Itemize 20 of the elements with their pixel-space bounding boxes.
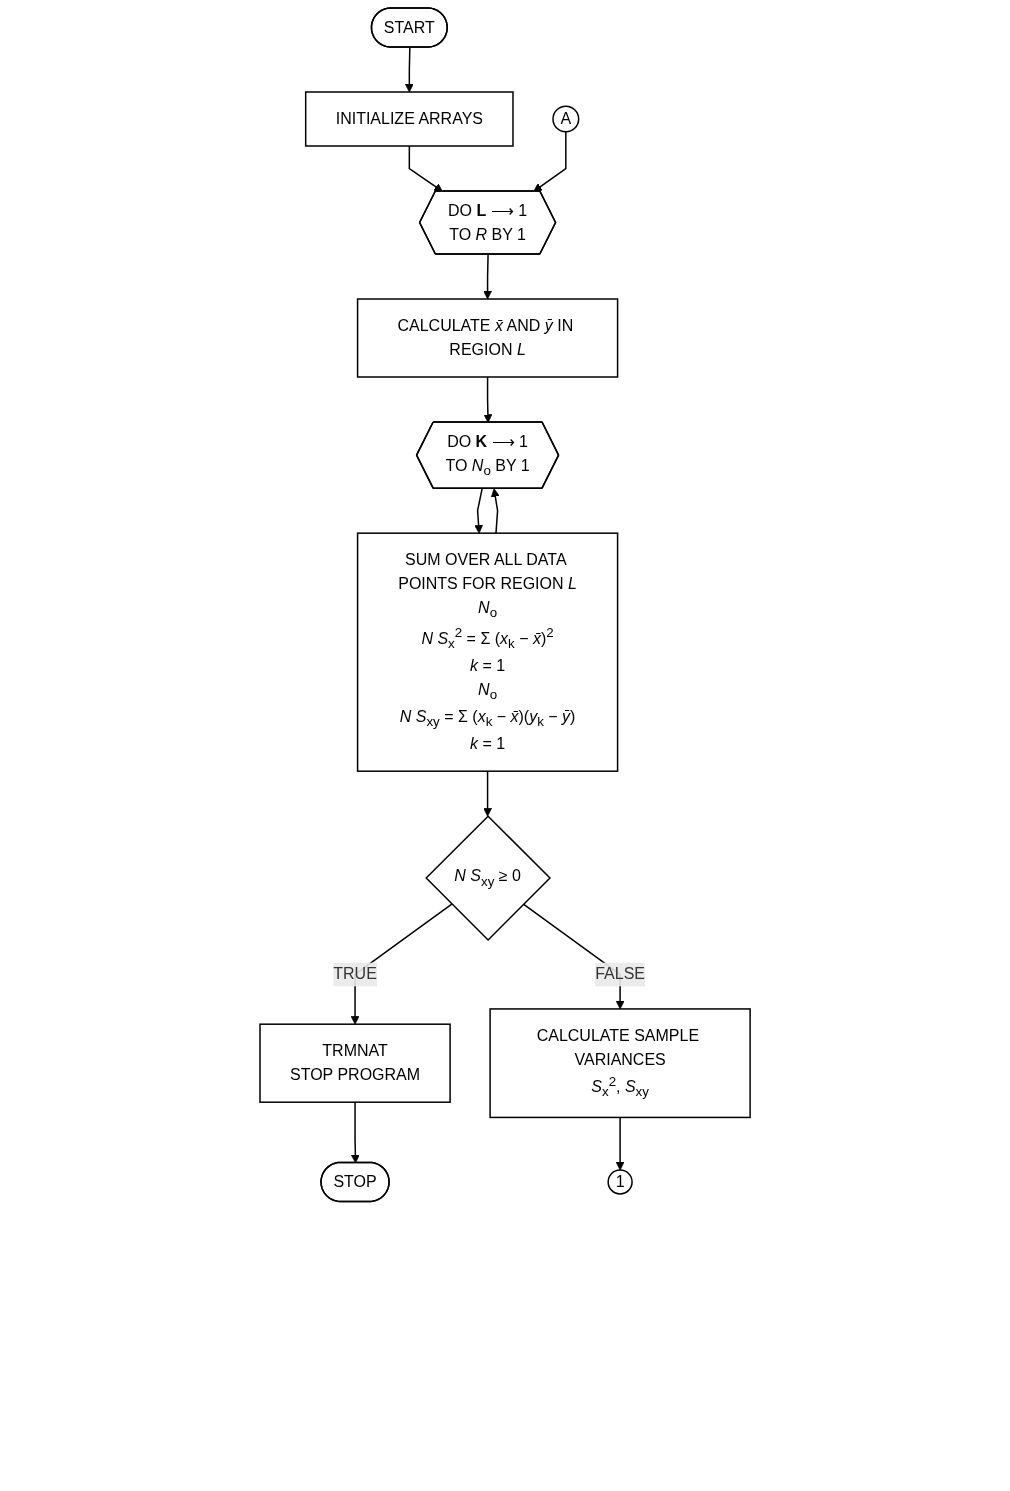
node-box: TRMNAT STOP PROGRAM [259, 1023, 451, 1103]
arrow [533, 131, 567, 192]
node-diamond: N S$_{xy}$ ≥ 0 [425, 815, 551, 941]
edge-label: TRUE [333, 965, 377, 983]
node-circle: 1 [607, 1169, 633, 1195]
node-box: CALCULATE SAMPLE VARIANCES S$_{x}$$^{2}$, S$_{xy}$ [489, 1008, 751, 1119]
arrow [615, 1116, 625, 1171]
node-box: INITIALIZE ARRAYS [304, 91, 514, 147]
arrow [490, 488, 500, 534]
node-box: CALCULATE x̄ AND ȳ IN REGION L [356, 298, 619, 378]
arrow [474, 487, 483, 534]
node-circle: A [552, 105, 580, 133]
arrow [483, 253, 492, 300]
arrow [483, 376, 493, 423]
node-box: SUM OVER ALL DATA POINTS FOR REGION L N$_{o}$ N S$_{x}$$^{2}$ = Σ (x$_{k}$ − x̄)$^{2}$ k = 1 N$_{o}$ N S$_{xy}$ = Σ (x$_{k}$ − x̄)(y$_{k}$ − ȳ) k = 1 [356, 532, 619, 772]
arrow [483, 770, 492, 817]
arrow [350, 1101, 360, 1164]
edge-label: FALSE [595, 965, 645, 983]
arrow [404, 46, 414, 93]
arrow [408, 145, 443, 192]
